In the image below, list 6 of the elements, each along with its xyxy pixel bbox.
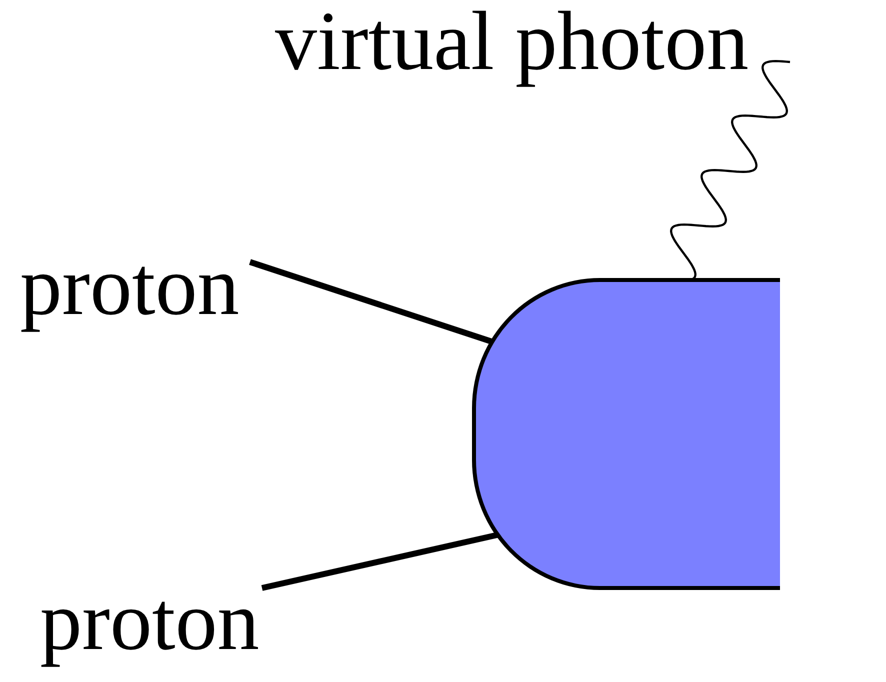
particle-line xyxy=(249,259,494,345)
blob-shape xyxy=(472,278,780,590)
particle-label: proton xyxy=(40,580,260,670)
particle-line xyxy=(261,532,498,591)
particle-label: proton xyxy=(20,245,240,335)
particle-label: virtual photon xyxy=(275,0,750,90)
